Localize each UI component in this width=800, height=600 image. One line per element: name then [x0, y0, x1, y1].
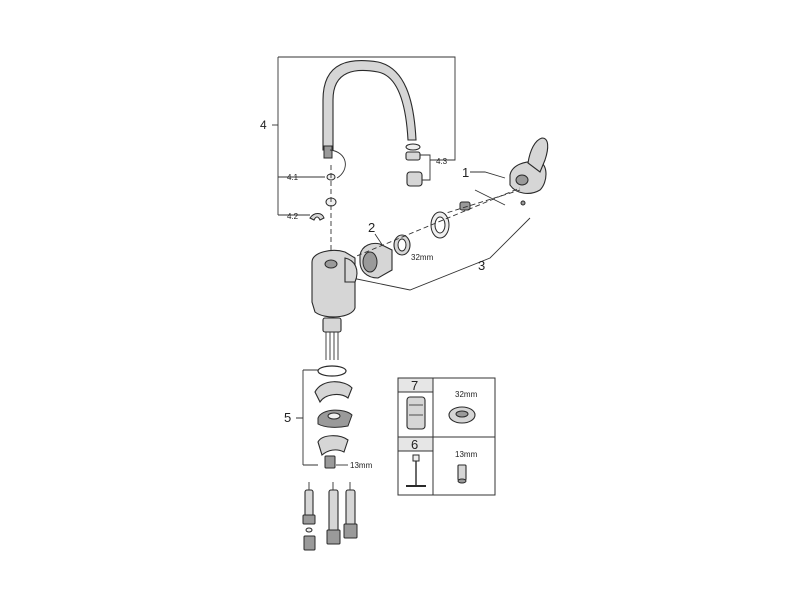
- cartridge-nut: [393, 234, 411, 256]
- callout-2: 2: [368, 220, 375, 235]
- callout-1: 1: [462, 165, 469, 180]
- aerator: [405, 143, 431, 187]
- cover-ring: [430, 211, 450, 239]
- fixing-nut: [324, 455, 348, 469]
- callout-6: 6: [411, 437, 418, 452]
- callout-5: 5: [284, 410, 291, 425]
- group-5-bracket: [296, 369, 318, 466]
- callout-3: 3: [478, 258, 485, 273]
- faucet-body: [311, 249, 358, 360]
- callout-4-3: 4.3: [436, 157, 448, 166]
- callout-4-1: 4.1: [287, 173, 299, 182]
- box-pin-size: 13mm: [455, 450, 478, 459]
- box-cartridge-size: 32mm: [455, 390, 478, 399]
- callout-7: 7: [411, 378, 418, 393]
- group-3-bracket: [351, 217, 531, 291]
- spout: [322, 60, 417, 179]
- spout-washers: [325, 165, 337, 250]
- box-pin-icon: [457, 464, 467, 484]
- spout-clip: [309, 212, 325, 221]
- handle-screw: [439, 189, 521, 216]
- o-ring: [317, 365, 347, 377]
- box-nut-icon: [448, 406, 476, 424]
- cartridge: [359, 242, 393, 279]
- fixing-nut-size: 13mm: [350, 461, 373, 470]
- rubber-washer: [314, 381, 353, 404]
- metal-washer: [317, 409, 353, 428]
- fixing-plate: [317, 435, 349, 456]
- supply-hoses: [302, 482, 358, 551]
- callout-1-leader: [470, 171, 506, 179]
- lever-handle: [509, 137, 549, 206]
- box-key-icon: [406, 454, 426, 487]
- callout-4: 4: [260, 118, 267, 132]
- box-cartridge-icon: [406, 396, 426, 430]
- callout-4-2: 4.2: [287, 212, 299, 221]
- group-4-bracket: [272, 56, 456, 216]
- cartridge-nut-size: 32mm: [411, 253, 434, 262]
